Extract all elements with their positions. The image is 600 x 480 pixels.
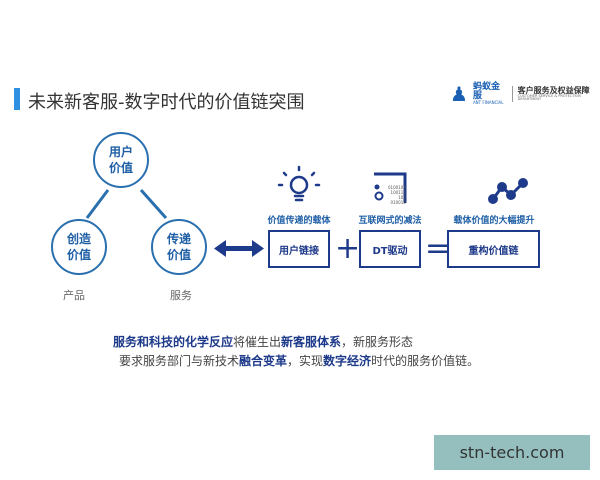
connector-left — [85, 189, 110, 219]
logo-brand-en: ANT FINANCIAL — [472, 100, 504, 105]
paragraph-line-1: 服务和科技的化学反应将催生出新客服体系，新服务形态 — [113, 333, 413, 350]
paragraph-line-2: 要求服务部门与新技术融合变革，实现数字经济时代的服务价值链。 — [119, 352, 479, 369]
connector-right — [139, 189, 168, 219]
logo-dept-en: CUSTOMER SERVICE & PROTECTION DEPARTMENT — [517, 93, 581, 101]
title-accent-bar — [14, 88, 20, 110]
label-boost: 载体价值的大幅提升 — [453, 216, 535, 226]
box-rebuild-chain: 重构价值链 — [447, 230, 540, 268]
double-arrow-icon — [214, 240, 264, 257]
label-carrier: 价值传递的载体 — [267, 216, 331, 226]
node-label: 创造价值 — [66, 232, 91, 262]
label-subtraction: 互联网式的减法 — [358, 216, 422, 226]
logo-dept: 客户服务及权益保障 — [517, 85, 590, 95]
box-dt-driven: DT驱动 — [359, 230, 421, 268]
binary-text: 0100100 100111 100 010010 — [388, 185, 406, 205]
page-title: 未来新客服-数字时代的价值链突围 — [28, 92, 305, 113]
emphasis: 新客服体系 — [281, 335, 342, 349]
binary-line: 010010 — [390, 200, 406, 205]
text: ，实现 — [287, 354, 324, 368]
emphasis: 数字经济 — [323, 354, 372, 368]
text: ，新服务形态 — [341, 335, 414, 349]
node-user-value: 用户价值 — [93, 132, 149, 188]
emphasis: 服务和科技的化学反应 — [113, 335, 234, 349]
plus-sign: + — [335, 231, 361, 266]
binary-data-icon — [374, 172, 407, 203]
caption-service: 服务 — [170, 289, 192, 302]
box-user-link: 用户链接 — [268, 230, 330, 268]
lightbulb-icon — [277, 165, 321, 202]
node-create-value: 创造价值 — [51, 219, 107, 275]
node-label: 用户价值 — [108, 145, 133, 175]
line-chart-icon — [488, 178, 528, 204]
node-deliver-value: 传递价值 — [151, 219, 207, 275]
text: 要求服务部门与新技术 — [119, 354, 240, 368]
text: 时代的服务价值链。 — [371, 354, 480, 368]
ant-mascot-icon: ♟ — [450, 82, 468, 106]
caption-product: 产品 — [63, 289, 85, 302]
binary-line: 100 — [398, 195, 406, 200]
text: 将催生出 — [233, 335, 282, 349]
binary-line: 100111 — [390, 190, 406, 195]
logo-brand: 蚂蚁金服 — [472, 82, 500, 101]
equals-sign: = — [425, 231, 451, 266]
binary-line: 0100100 — [388, 185, 406, 190]
logo-separator — [511, 86, 513, 102]
emphasis: 融合变革 — [239, 354, 288, 368]
node-label: 传递价值 — [166, 232, 191, 262]
watermark: stn-tech.com — [434, 435, 590, 470]
